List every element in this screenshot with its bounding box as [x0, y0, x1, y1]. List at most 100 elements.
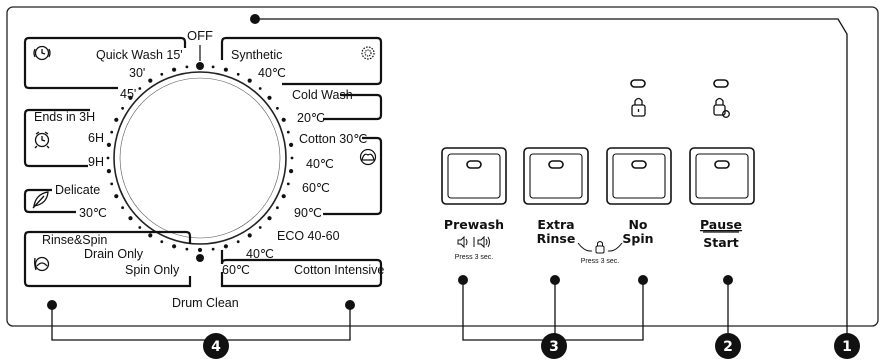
right-brackets [220, 36, 383, 288]
prewash-sub-label: Press 3 sec. [455, 254, 494, 261]
callout-2-label: 2 [723, 339, 733, 355]
dial-dot [106, 156, 110, 160]
dial-dot [211, 65, 215, 69]
prewash-button[interactable] [441, 147, 507, 205]
dial-off-label: OFF [187, 28, 213, 43]
callout-3: 3 [541, 333, 567, 359]
dial-dot [267, 95, 272, 100]
dial-dot [290, 156, 294, 160]
combo-child-lock-icon [595, 241, 605, 254]
dial-dot [247, 78, 252, 83]
dial-dot [138, 87, 142, 90]
door-lock-led [630, 79, 646, 88]
dial-dot-ring [106, 63, 294, 253]
door-lock-icon [631, 97, 646, 117]
alarm-icon [34, 131, 50, 149]
label-ci-40: 40℃ [246, 247, 274, 261]
label-cold-wash-temp: 20℃ [297, 111, 325, 125]
dial-dot [160, 240, 164, 244]
dial-dot [110, 182, 114, 186]
extra-rinse-button-face[interactable] [529, 153, 583, 199]
dial-dot [236, 240, 240, 244]
dial-dot [289, 169, 294, 174]
no-spin-button[interactable] [606, 147, 672, 205]
synthetic-icon [361, 46, 375, 60]
pause-start-button[interactable] [689, 147, 755, 205]
dial-dot [286, 182, 290, 186]
dial-knob[interactable] [113, 71, 287, 245]
program-dial[interactable]: OFF [106, 28, 294, 262]
no-spin-button-face[interactable] [612, 153, 666, 199]
callout-3-label: 3 [549, 339, 559, 355]
label-cotton-40: 40℃ [306, 157, 334, 171]
dial-dot [247, 233, 252, 238]
label-cold-wash: Cold Wash [292, 88, 353, 102]
button-row [441, 147, 755, 205]
cotton-icon [359, 148, 377, 166]
dial-bottom-marker [196, 254, 204, 262]
label-synthetic: Synthetic [231, 48, 282, 62]
dial-dot [258, 226, 262, 229]
label-rinse-spin: Rinse&Spin [42, 233, 107, 247]
dial-dot [197, 247, 203, 253]
prewash-button-led [466, 160, 482, 169]
label-spin: Spin [622, 231, 653, 246]
dial-dot [148, 233, 153, 238]
label-30min: 30' [129, 66, 145, 80]
label-cotton: Cotton 30℃ [299, 132, 367, 146]
left-brackets [23, 36, 192, 288]
label-quick-wash: Quick Wash 15' [96, 48, 183, 62]
extra-rinse-button-led [548, 160, 564, 169]
label-delicate-temp: 30℃ [79, 206, 107, 220]
label-9h: 9H [88, 155, 104, 169]
dial-dot [185, 65, 189, 69]
child-lock-icon [713, 97, 730, 118]
label-prewash: Prewash [444, 217, 504, 232]
label-45min: 45' [120, 87, 136, 101]
combo-sub-label: Press 3 sec. [581, 258, 620, 265]
dial-dot [276, 106, 279, 110]
dial-dot [236, 72, 240, 76]
label-drain-only: Drain Only [84, 247, 144, 261]
dial-dot [121, 206, 124, 210]
label-eco: ECO 40-60 [277, 229, 340, 243]
pause-start-button-face[interactable] [695, 153, 749, 199]
child-lock-led [713, 79, 729, 88]
dial-dot [128, 95, 133, 100]
dial-dot [185, 247, 189, 251]
sound-icon [457, 235, 490, 249]
prewash-button-face[interactable] [447, 153, 501, 199]
dial-dot [172, 244, 177, 249]
dial-dot [286, 130, 290, 134]
label-rinse: Rinse [537, 231, 576, 246]
dial-dot [267, 216, 272, 221]
dial-dot [114, 194, 119, 199]
extra-rinse-button[interactable] [523, 147, 589, 205]
label-6h: 6H [88, 131, 104, 145]
rinse-spin-icon [34, 256, 50, 272]
callout-2: 2 [715, 333, 741, 359]
dial-dot [276, 206, 279, 210]
label-drum-clean: Drum Clean [172, 296, 239, 310]
clock-icon [33, 45, 51, 61]
dial-dot [289, 142, 294, 147]
dial-dot [211, 247, 215, 251]
dial-dot [138, 226, 142, 229]
dial-dot [223, 67, 228, 72]
combo-bracket [577, 242, 623, 252]
label-pause: Pause [700, 217, 742, 232]
dial-dot [223, 244, 228, 249]
dial-dot [114, 117, 119, 122]
no-spin-button-led [631, 160, 647, 169]
dial-dot [258, 87, 262, 90]
pause-start-button-led [714, 160, 730, 169]
label-cotton-90: 90℃ [294, 206, 322, 220]
dial-dot [160, 72, 164, 76]
callout-4-label: 4 [211, 339, 221, 355]
label-cotton-60: 60℃ [302, 181, 330, 195]
label-spin-only: Spin Only [125, 263, 180, 277]
callout-4: 4 [203, 333, 229, 359]
dial-dot [172, 67, 177, 72]
dial-dot [128, 216, 133, 221]
